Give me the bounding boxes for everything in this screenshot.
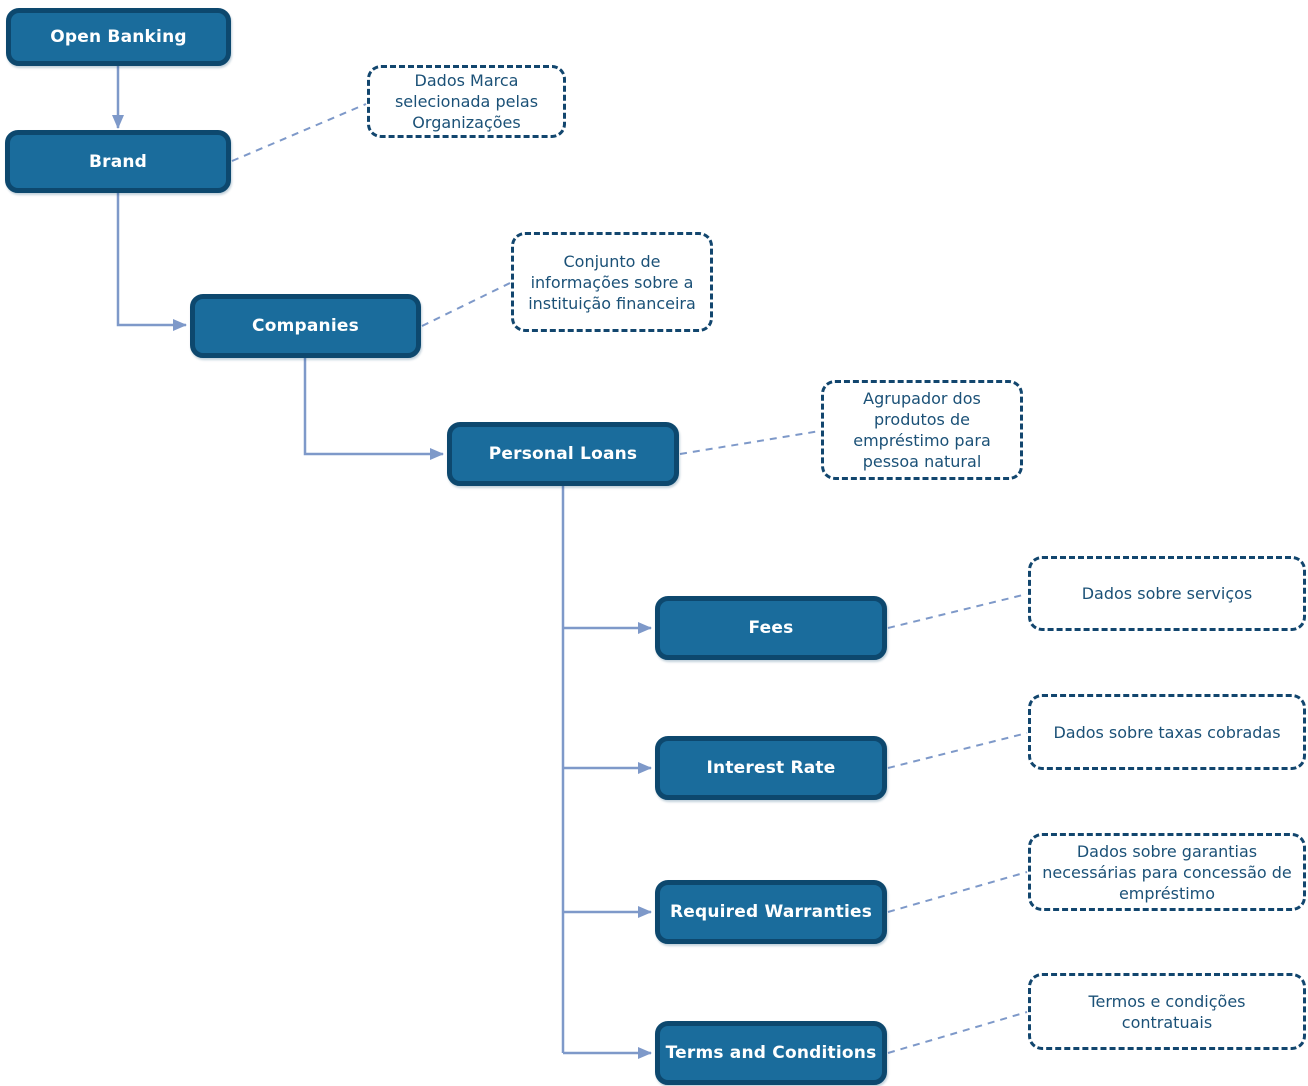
callout-line-terms-and-conditions [887, 1011, 1028, 1054]
node-brand: Brand [5, 130, 231, 193]
node-open-banking-label: Open Banking [50, 27, 187, 47]
annotation-fees-text: Dados sobre serviços [1081, 584, 1253, 603]
node-interest-rate: Interest Rate [655, 736, 887, 800]
annotation-interest-rate: Dados sobre taxas cobradas [1028, 694, 1306, 770]
annotation-personal-loans: Agrupador dos produtos de empréstimo par… [821, 380, 1023, 480]
callout-line-brand [231, 103, 367, 162]
node-terms-and-conditions: Terms and Conditions [655, 1021, 887, 1085]
connector-companies-to-personal-loans [303, 358, 444, 460]
annotation-companies: Conjunto de informações sobre a institui… [511, 232, 713, 332]
node-terms-and-conditions-label: Terms and Conditions [665, 1043, 877, 1063]
node-companies-label: Companies [252, 316, 359, 336]
node-personal-loans-label: Personal Loans [488, 444, 638, 464]
callout-line-required-warranties [887, 871, 1028, 913]
callout-line-personal-loans [679, 430, 821, 455]
callout-line-fees [887, 593, 1028, 629]
annotation-companies-text: Conjunto de informações sobre a institui… [528, 251, 696, 313]
annotation-brand: Dados Marca selecionada pelas Organizaçõ… [367, 65, 566, 138]
annotation-terms-and-conditions: Termos e condições contratuais [1028, 973, 1306, 1050]
annotation-fees: Dados sobre serviços [1028, 556, 1306, 631]
annotation-terms-and-conditions-text: Termos e condições contratuais [1088, 991, 1246, 1032]
node-required-warranties-label: Required Warranties [669, 902, 873, 922]
node-open-banking: Open Banking [6, 8, 231, 66]
annotation-required-warranties: Dados sobre garantias necessárias para c… [1028, 833, 1306, 911]
node-interest-rate-label: Interest Rate [706, 758, 836, 778]
connector-brand-to-companies [116, 193, 187, 331]
annotation-required-warranties-text: Dados sobre garantias necessárias para c… [1042, 841, 1292, 903]
annotation-brand-text: Dados Marca selecionada pelas Organizaçõ… [394, 71, 539, 132]
callout-line-companies [421, 282, 511, 327]
node-required-warranties: Required Warranties [655, 880, 887, 944]
node-personal-loans: Personal Loans [447, 422, 679, 486]
node-fees: Fees [655, 596, 887, 660]
annotation-interest-rate-text: Dados sobre taxas cobradas [1053, 722, 1281, 742]
node-companies: Companies [190, 294, 421, 358]
callout-line-interest-rate [887, 732, 1028, 769]
node-brand-label: Brand [88, 151, 148, 172]
node-fees-label: Fees [748, 618, 794, 638]
annotation-personal-loans-text: Agrupador dos produtos de empréstimo par… [853, 389, 991, 471]
